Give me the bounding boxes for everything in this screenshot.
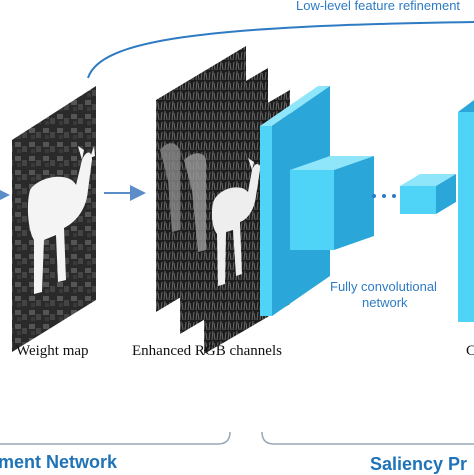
saliency-prediction-title: Saliency Pr [370, 454, 468, 474]
fcn-output-layer [458, 100, 474, 322]
enhancement-network-title: ment Network [0, 452, 118, 472]
brace-right [261, 431, 474, 445]
fcn-label-line2: network [362, 295, 408, 310]
fcn-middle-layer [290, 156, 374, 250]
fcn-label-line1: Fully convolutional [330, 279, 437, 294]
weight-map-label: Weight map [16, 343, 89, 359]
refinement-label: Low-level feature refinement [296, 0, 461, 13]
brace-left [0, 431, 231, 445]
ellipsis-icon [372, 194, 396, 198]
weight-map-image [12, 86, 96, 352]
fcn-bottleneck-layer [400, 174, 456, 214]
enhanced-rgb-label: Enhanced RGB channels [132, 343, 282, 359]
right-clipped-label: C [466, 343, 474, 359]
refinement-arc [87, 21, 474, 79]
